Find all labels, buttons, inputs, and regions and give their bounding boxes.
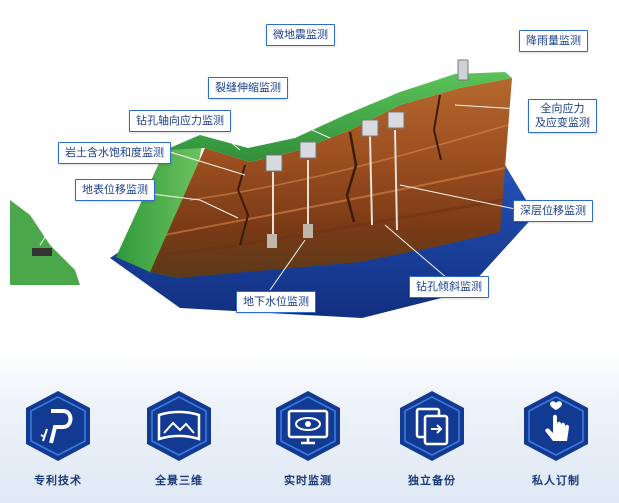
inset-hill xyxy=(10,200,80,285)
label-microseismic: 微地震监测 xyxy=(266,24,335,46)
label-deep-displacement: 深层位移监测 xyxy=(513,200,593,222)
soil-section xyxy=(150,78,512,278)
grass-top xyxy=(165,72,512,162)
feature-custom: 私人订制 xyxy=(506,389,606,488)
label-surface-displacement: 地表位移监测 xyxy=(75,179,155,201)
feature-label: 独立备份 xyxy=(408,474,456,487)
feature-realtime: 实时监测 xyxy=(258,389,358,488)
panorama-icon xyxy=(147,391,211,461)
patent-icon xyxy=(26,391,90,461)
label-borehole-axial-stress: 钻孔轴向应力监测 xyxy=(129,110,231,132)
boreholes xyxy=(272,129,398,245)
feature-label: 全景三维 xyxy=(155,474,203,487)
monitor-eye-icon xyxy=(276,391,340,461)
label-omni-stress-line1: 全向应力 xyxy=(540,102,585,115)
label-groundwater: 地下水位监测 xyxy=(236,291,316,313)
label-borehole-tilt: 钻孔倾斜监测 xyxy=(409,276,489,298)
feature-label: 私人订制 xyxy=(532,474,580,487)
feature-label: 专利技术 xyxy=(34,474,82,487)
feature-label: 实时监测 xyxy=(284,474,332,487)
feature-patent: 专利技术 xyxy=(8,389,108,488)
touch-hand-icon xyxy=(524,391,588,461)
label-omni-stress: 全向应力 及应变监测 xyxy=(528,99,597,133)
feature-backup: 独立备份 xyxy=(382,389,482,488)
label-soil-saturation: 岩土含水饱和度监测 xyxy=(58,142,171,164)
label-rainfall: 降雨量监测 xyxy=(519,30,588,52)
feature-panorama: 全景三维 xyxy=(129,389,229,488)
label-crack-extension: 裂缝伸缩监测 xyxy=(208,77,288,99)
label-omni-stress-line2: 及应变监测 xyxy=(535,116,590,129)
backup-icon xyxy=(400,391,464,461)
